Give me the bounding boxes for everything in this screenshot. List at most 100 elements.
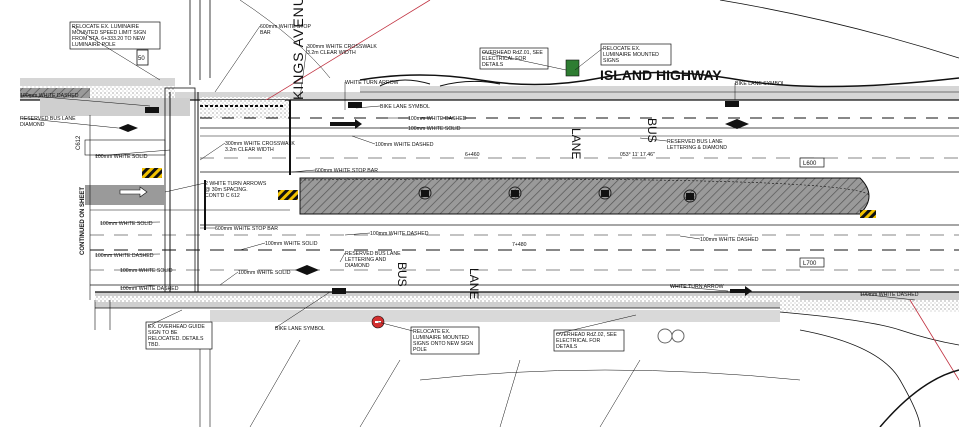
island-highway-label: ISLAND HIGHWAY [600,67,722,83]
note-callout: 100mm WHITE DASHED [94,253,161,259]
note-callout: BIKE LANE SYMBOL [274,291,331,332]
note-callout: 100mm WHITE DASHED [380,116,467,122]
note-text: WHITE TURN ARROW [345,80,399,86]
pavement-markings [118,49,752,344]
hazard-marker-west [142,168,162,178]
note-text: 100mm WHITE SOLID [95,154,148,160]
note-callout: 2 WHITE TURN ARROWS@ 30m SPACING.CONT'D … [164,181,267,199]
bus-lane-text-south-1: BUS [395,262,409,287]
note-text: 600mm WHITE STOP BAR [315,168,378,174]
note-callout: WHITE TURN ARROW [669,284,729,292]
lane-lines [90,117,959,286]
speed-sign-value: 50 [138,56,145,62]
bus-diamond-north [725,119,749,129]
note-callout: 100mm WHITE SOLID [99,221,161,227]
note-callout: 100mm WHITE SOLID [94,149,171,160]
tree [657,328,673,344]
note-text: BIKE LANE SYMBOL [380,104,430,110]
note-callout: 100mm WHITE DASHED [859,292,919,301]
bus-diamond-south [295,265,319,275]
bus-lane-text-south-2: LANE [467,268,481,299]
note-text: 100mm WHITE SOLID [408,126,461,132]
note-callout: WHITE TURN ARROW [344,80,399,110]
note-callout: 100mm WHITE SOLID [120,268,173,274]
line-label-l600: L600 [799,157,825,168]
bus-lane-text-north-2: BUS [645,118,659,143]
note-text: 100mm WHITE DASHED [120,286,179,292]
note-callout: 600mm WHITE STOP BAR [291,168,378,174]
median-hazard-marker [278,190,298,200]
note-text: 100mm WHITE DASHED [95,253,154,259]
lower-property-lines [199,339,959,427]
note-callout: BIKE LANE SYMBOL [734,81,785,100]
note-text: 600mm WHITE STOP BAR [215,226,278,232]
note-callout: 600mm WHITE STOP BAR [200,226,278,232]
note-text: BIKE LANE SYMBOL [735,81,785,87]
note-callout: 100mm WHITE SOLID [239,241,318,251]
bike-lane-symbol [348,102,362,108]
note-text: 100mm WHITE DASHED [700,237,759,243]
svg-text:L700: L700 [803,261,817,267]
bike-lane-symbol [332,288,346,294]
bus-lane-text-north-1: LANE [569,128,583,159]
turn-arrow-north [330,119,362,129]
kings-avenue-label: KINGS AVENUE [290,0,306,100]
note-callout: 100mm WHITE SOLID [380,126,461,132]
note-text: 100mm WHITE SOLID [265,241,318,247]
turn-arrow-west [119,186,148,198]
sheet-reference: C612 [76,135,82,150]
bike-lane-symbol [145,107,159,113]
speed-limit-sign [136,49,149,66]
kings-avenue-approach [20,87,291,300]
line-label-l700: L700 [799,257,825,268]
bearing-label: 053° 11' 17.46" [620,152,655,158]
bus-diamond-west [118,124,138,132]
note-text: 100mm WHITE SOLID [120,268,173,274]
note-callout: 100mm WHITE SOLID [219,270,291,286]
note-callout: BIKE LANE SYMBOL [355,104,430,110]
note-text: 100mm WHITE SOLID [100,221,153,227]
note-text: 2 WHITE TURN ARROWS@ 30m SPACING.CONT'D … [205,181,267,199]
note-text: 100mm WHITE SOLID [238,270,291,276]
note-callout: 100mm WHITE DASHED [19,93,151,107]
tree [671,329,685,343]
svg-text:L600: L600 [803,161,817,167]
property-lines [189,0,959,111]
note-callout: 100mm WHITE DASHED [679,235,759,243]
median-light-poles [418,186,697,203]
central-median [142,168,876,218]
note-text: 100mm WHITE DASHED [20,93,79,99]
overhead-sign-green [565,59,580,77]
turn-arrow-south [730,286,752,296]
bike-lane-symbol [725,101,739,107]
south-curb-area [94,291,959,427]
note-text: WHITE TURN ARROW [670,284,724,290]
note-text: 100mm WHITE DASHED [408,116,467,122]
station-label: 7+480 [512,242,527,248]
